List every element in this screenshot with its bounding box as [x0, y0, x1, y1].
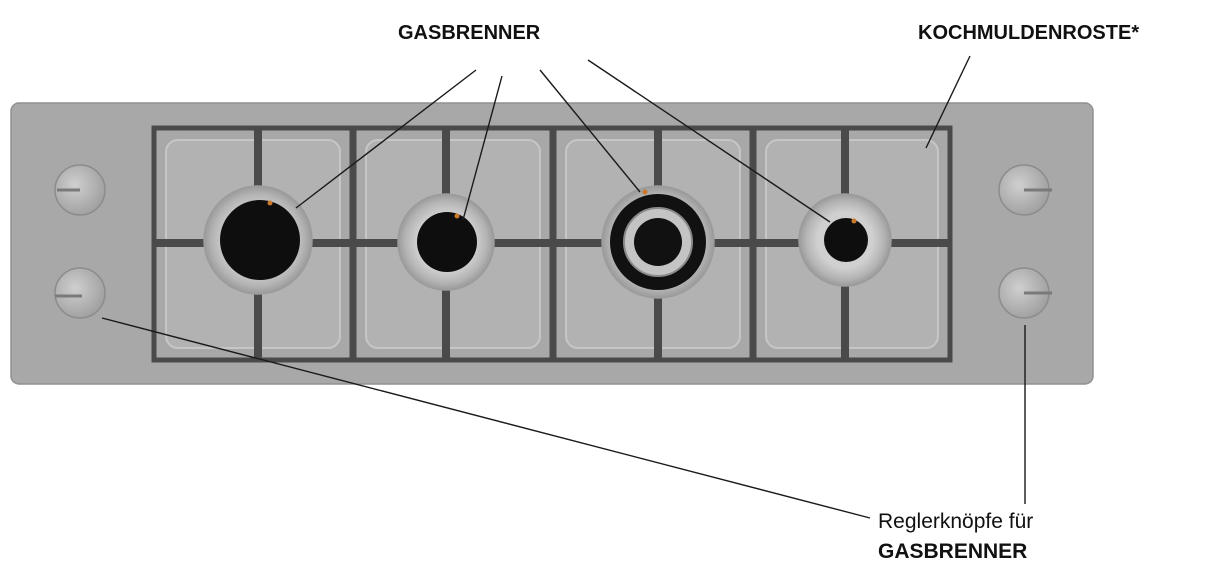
leader-burner-2 [462, 75, 503, 221]
control-knob-3[interactable] [998, 164, 1052, 216]
gas-burner-2 [397, 193, 495, 291]
leader-lines [101, 55, 1026, 519]
gas-burner-4 [798, 193, 892, 287]
label-control-knobs-burners: GASBRENNER [878, 540, 1028, 563]
leader-burner-1 [295, 69, 477, 209]
control-knob-1[interactable] [54, 164, 106, 216]
label-cooktop-grates: KOCHMULDENROSTE* [918, 22, 1140, 44]
leader-burner-4 [587, 59, 831, 223]
leader-burner-3 [539, 69, 641, 193]
label-control-knobs: Reglerknöpfe für [878, 510, 1034, 533]
control-knob-4[interactable] [998, 267, 1052, 319]
leader-grates [925, 55, 971, 149]
control-knob-2[interactable] [54, 267, 106, 319]
gas-burner-3-wok [601, 185, 715, 299]
label-gas-burners: GASBRENNER [398, 22, 541, 44]
gas-burner-1 [203, 185, 313, 295]
leader-knob-left [101, 317, 871, 519]
